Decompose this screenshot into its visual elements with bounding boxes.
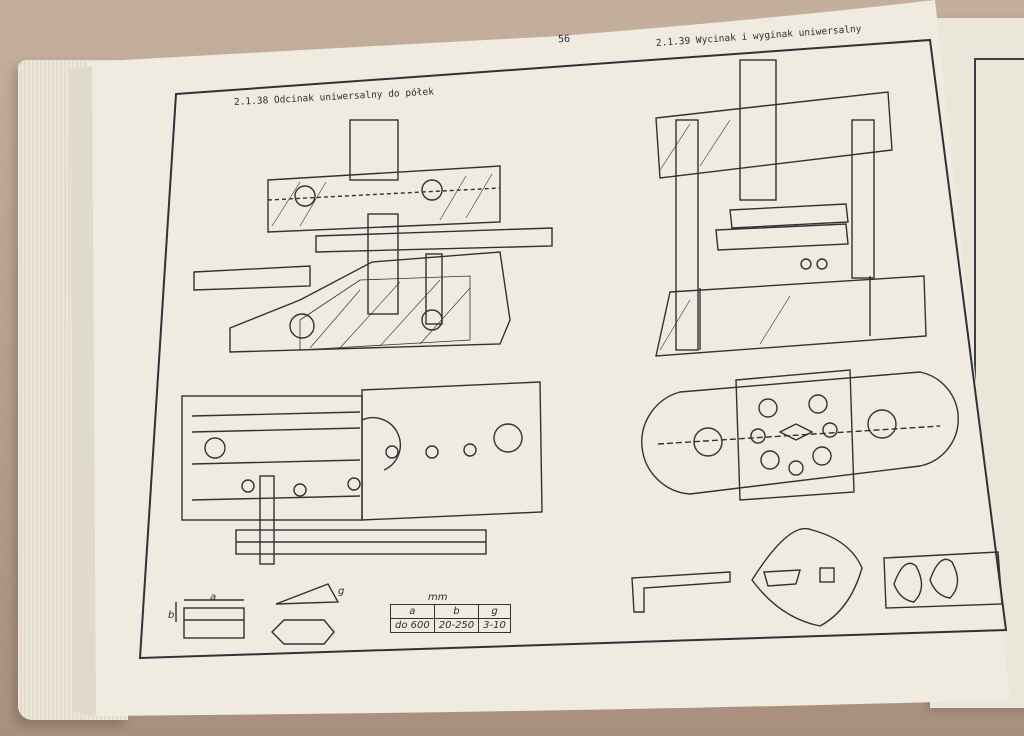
dimension-header-row: a b g <box>390 604 511 619</box>
punch-shank <box>349 119 399 181</box>
page-fold <box>70 66 96 716</box>
base-block <box>229 251 511 353</box>
triangle-sketch <box>275 583 340 605</box>
right-plan-outline <box>641 371 959 495</box>
right-guide-column <box>675 119 699 351</box>
page-paper <box>79 0 1010 716</box>
plan-view-right <box>361 381 543 521</box>
next-page-frame-top <box>974 58 1024 60</box>
sketch-label-g: g <box>338 586 345 597</box>
page-number: 56 <box>557 33 571 46</box>
side-handle <box>193 265 311 291</box>
sketch-label-a: a <box>210 592 217 603</box>
guide-bar <box>315 227 553 253</box>
dimension-value-b: 20-250 <box>433 618 480 633</box>
right-plan-block <box>735 369 855 501</box>
base-hole <box>289 313 315 339</box>
dimension-value-g: 3-10 <box>478 618 511 633</box>
cam-sketch <box>751 528 863 627</box>
upper-die-plate <box>267 165 501 233</box>
dimension-unit: mm <box>428 592 448 603</box>
drawing-frame <box>138 38 1008 660</box>
plan-arc <box>361 417 401 471</box>
right-punch <box>739 59 777 201</box>
dimension-header-b: b <box>433 604 480 619</box>
dimension-table: a b g do 600 20-250 3-10 <box>390 604 511 633</box>
dimension-header-a: a <box>390 604 435 619</box>
right-drawing-group <box>631 59 1003 627</box>
plan-roller <box>493 423 523 453</box>
right-base <box>655 275 927 357</box>
sketch-label-b: b <box>168 610 175 621</box>
dimension-header-g: g <box>478 604 511 619</box>
profile-strip-sketch <box>883 551 1003 609</box>
profile-sketch <box>183 607 245 639</box>
dimension-value-a: do 600 <box>390 618 435 633</box>
next-page-frame-line <box>974 58 976 678</box>
bent-strip-sketch <box>631 571 731 613</box>
base-hatch <box>299 275 471 351</box>
hexagon-sketch <box>271 619 335 645</box>
dimension-value-row: do 600 20-250 3-10 <box>390 618 511 633</box>
left-drawing-group <box>175 119 553 645</box>
right-upper-plate <box>655 91 893 179</box>
